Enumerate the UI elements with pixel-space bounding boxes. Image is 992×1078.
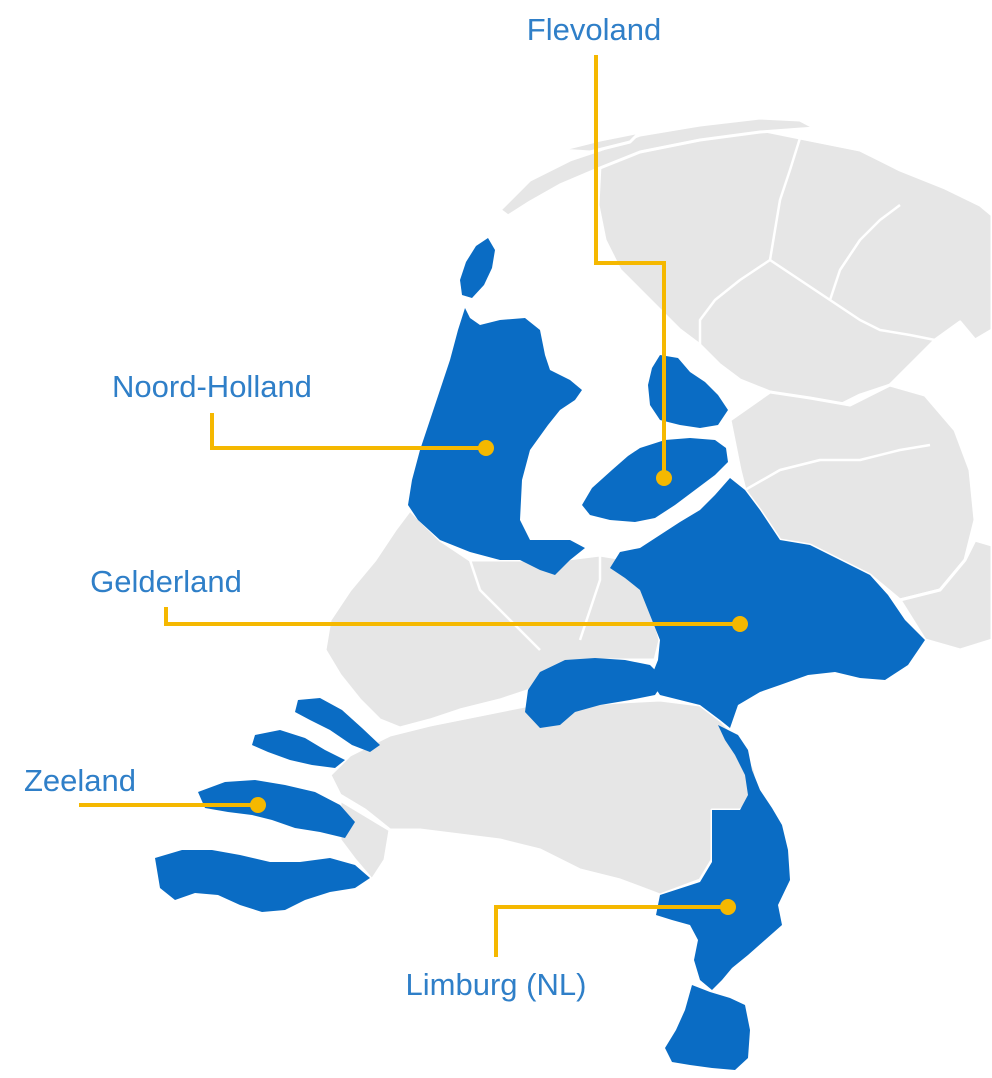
dot-noord-holland xyxy=(478,440,494,456)
region-north xyxy=(596,128,992,407)
dot-zeeland xyxy=(250,797,266,813)
gelderland-main xyxy=(610,478,925,728)
label-noord-holland: Noord-Holland xyxy=(112,369,312,404)
dot-limburg xyxy=(720,899,736,915)
leader-flevoland xyxy=(594,55,666,478)
zeeland-walcheren-beveland xyxy=(198,780,355,838)
dot-flevoland xyxy=(656,470,672,486)
leader-lines xyxy=(79,55,748,957)
zeeland-schouwen xyxy=(252,730,345,768)
leader-limburg xyxy=(494,905,728,957)
zeeland-vlaanderen xyxy=(155,850,370,912)
region-east-edge xyxy=(898,538,992,652)
region-island-small xyxy=(558,130,642,154)
noord-holland-texel xyxy=(460,238,495,298)
label-gelderland: Gelderland xyxy=(90,564,242,599)
province-gelderland xyxy=(525,478,925,728)
noord-holland-mainland xyxy=(408,308,585,575)
gelderland-rivierenland xyxy=(525,658,665,728)
zeeland-goeree xyxy=(295,698,380,752)
flevoland-north xyxy=(648,355,728,428)
region-noord-brabant xyxy=(328,698,762,897)
province-borders xyxy=(468,137,936,651)
map-labels: Flevoland Noord-Holland Gelderland Zeela… xyxy=(24,12,661,1002)
flevoland-south xyxy=(582,438,728,522)
province-zeeland xyxy=(155,698,380,912)
label-zeeland: Zeeland xyxy=(24,763,136,798)
province-noord-holland xyxy=(408,238,585,575)
leader-noord-holland xyxy=(210,413,486,450)
limburg-main xyxy=(656,725,790,990)
leader-gelderland xyxy=(164,607,740,626)
label-flevoland: Flevoland xyxy=(527,12,661,47)
dot-gelderland xyxy=(732,616,748,632)
province-flevoland xyxy=(582,355,728,522)
label-limburg: Limburg (NL) xyxy=(406,967,587,1002)
highlighted-provinces xyxy=(155,238,925,1070)
province-limburg xyxy=(656,725,790,1070)
limburg-south xyxy=(665,985,750,1070)
